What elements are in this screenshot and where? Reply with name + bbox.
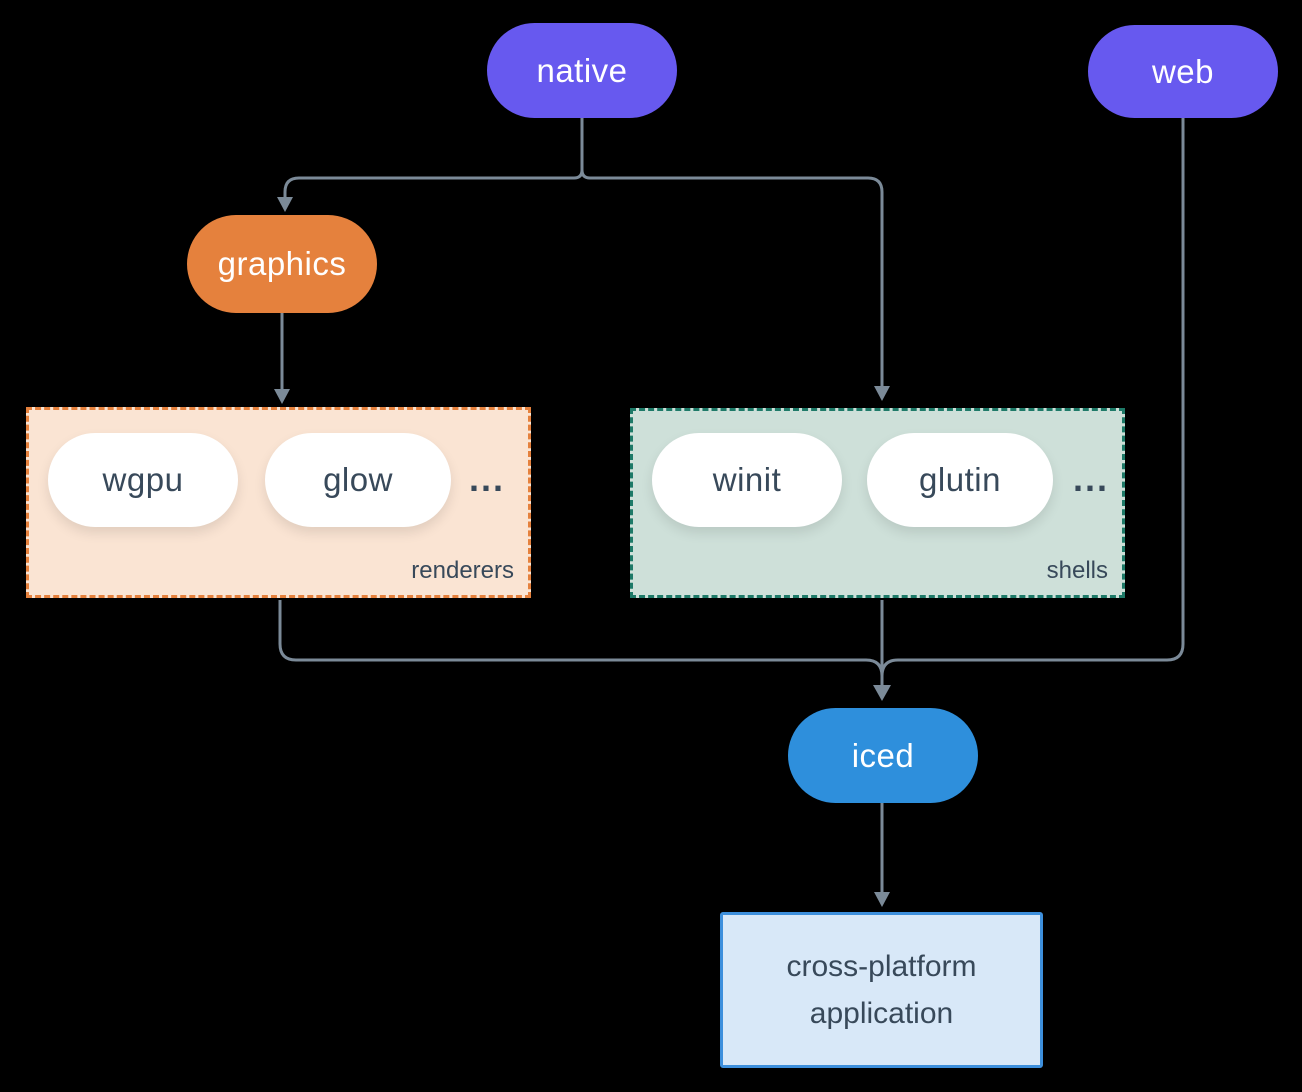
node-winit: winit xyxy=(652,433,842,527)
shells-ellipsis: ... xyxy=(1073,458,1110,499)
edge-renderers-iced xyxy=(278,600,884,677)
group-renderers: wgpu glow ... renderers xyxy=(26,407,531,598)
node-wgpu: wgpu xyxy=(48,433,238,527)
node-glow: glow xyxy=(265,433,451,527)
arrowhead-app xyxy=(874,892,890,907)
node-iced-label: iced xyxy=(851,736,915,774)
node-iced: iced xyxy=(788,708,978,803)
node-winit-label: winit xyxy=(712,461,782,498)
edge-web-iced xyxy=(880,118,1185,677)
node-graphics: graphics xyxy=(187,215,377,313)
group-shells: winit glutin ... shells xyxy=(630,408,1125,598)
node-application-line2: application xyxy=(809,997,954,1030)
edge-native-graphics xyxy=(283,169,584,198)
node-web-label: web xyxy=(1151,52,1215,90)
node-glutin-label: glutin xyxy=(919,461,1001,498)
arrowhead-shells xyxy=(874,386,890,401)
node-glow-label: glow xyxy=(323,461,393,498)
node-application: cross-platform application xyxy=(720,912,1043,1068)
node-glutin: glutin xyxy=(867,433,1053,527)
node-native-label: native xyxy=(536,51,628,89)
node-web: web xyxy=(1088,25,1278,118)
arrowhead-graphics xyxy=(277,197,293,212)
node-graphics-label: graphics xyxy=(217,245,347,282)
group-shells-label: shells xyxy=(1046,557,1108,584)
node-application-line1: cross-platform xyxy=(786,950,977,983)
edge-native-shells xyxy=(580,169,884,387)
node-native: native xyxy=(487,23,677,118)
group-renderers-label: renderers xyxy=(411,557,514,584)
arrowhead-iced xyxy=(873,685,891,701)
arrowhead-renderers xyxy=(274,389,290,404)
renderers-ellipsis: ... xyxy=(469,458,506,499)
node-wgpu-label: wgpu xyxy=(102,461,184,498)
